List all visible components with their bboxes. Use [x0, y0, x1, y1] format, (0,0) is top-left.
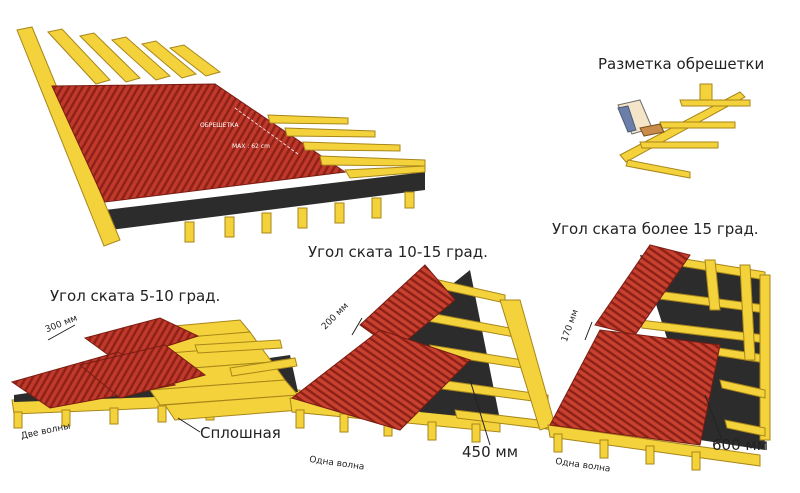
- panel-15-title: Угол ската более 15 град.: [552, 220, 759, 238]
- p1-sheet-upper: [83, 317, 200, 363]
- top-rafters: [47, 28, 222, 85]
- top-roof-illustration: [16, 26, 426, 247]
- top-laths: [267, 114, 426, 179]
- hand-icon: [617, 99, 665, 137]
- lath-label: ОБРЕШЕТКА: [200, 122, 239, 129]
- p1-solid-pointer: [177, 417, 201, 433]
- panel-15-spacing: 600 мм: [712, 436, 769, 454]
- panel-10-15-spacing: 450 мм: [462, 443, 519, 461]
- panel-15-illustration: [547, 244, 771, 471]
- marking-beam-4: [639, 141, 719, 149]
- p2-sheet-lower: [290, 329, 471, 431]
- marking-beam-3: [659, 121, 736, 129]
- top-dimension-line: [234, 107, 299, 155]
- marking-title: Разметка обрешетки: [598, 55, 765, 73]
- p3-frame: [639, 254, 771, 441]
- p3-joists: [553, 433, 701, 471]
- top-base-beam: [105, 172, 425, 230]
- p3-spacing-pointer: [704, 394, 723, 441]
- p1-sheet-mid: [78, 344, 207, 399]
- panel-5-10-title: Угол ската 5-10 град.: [50, 287, 221, 305]
- panel-10-15-title: Угол ската 10-15 град.: [308, 243, 488, 261]
- p3-overlap-arrow: [584, 321, 593, 341]
- panel-5-10-solid: Сплошная: [200, 424, 281, 442]
- panel-10-15-illustration: [289, 264, 556, 446]
- p2-spacing-pointer: [469, 379, 491, 446]
- marking-beam-2: [679, 99, 751, 107]
- p1-overlap-arrow: [47, 324, 76, 341]
- p3-sheet-upper: [594, 244, 691, 336]
- max-spacing-label: MAX : 62 cm: [232, 143, 270, 150]
- top-joists: [184, 191, 415, 243]
- p2-joists: [295, 409, 481, 443]
- p2-overlap-arrow: [351, 317, 363, 336]
- top-left-rafter: [16, 26, 121, 247]
- p3-sheet-lower: [549, 329, 721, 446]
- marking-beam-6: [625, 159, 691, 179]
- p1-rafters: [194, 339, 298, 377]
- panel-5-10-illustration: [10, 317, 301, 433]
- marking-beam-5: [699, 83, 713, 101]
- marking-illustration: [617, 83, 751, 179]
- p2-laths: [424, 277, 556, 431]
- top-corrugated-sheet: [51, 83, 347, 203]
